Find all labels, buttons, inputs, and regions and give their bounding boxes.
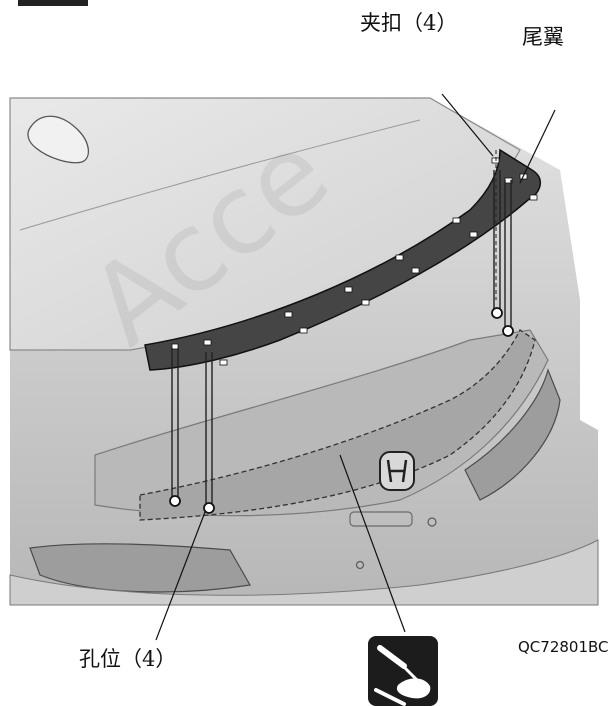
- rear-bumper: [9, 539, 599, 606]
- mounting-hole: [491, 307, 503, 319]
- trunk-lid: [94, 329, 549, 517]
- glass-reflection-line: [19, 119, 421, 231]
- spoiler-clip-markers: [171, 157, 538, 366]
- leader-lines: [155, 93, 556, 641]
- adhesive-applicator-icon: [368, 636, 438, 706]
- mounting-hole: [502, 325, 514, 337]
- hole-leader-line: [155, 511, 206, 641]
- hole-label: 孔位（4）: [79, 647, 176, 671]
- spoiler-label: 尾翼: [522, 25, 564, 49]
- tail-light-left: [29, 543, 251, 593]
- clip-posts: [171, 170, 512, 507]
- honda-emblem: [379, 451, 415, 491]
- figure-code: QC72801BC: [518, 638, 609, 656]
- clip-leader-line: [441, 93, 494, 157]
- license-plate-recess: [349, 511, 413, 527]
- adhesive-leader-line: [339, 454, 406, 633]
- clip-label: 夹扣（4）: [360, 11, 457, 35]
- spoiler-part: [144, 148, 541, 507]
- mounting-hole: [203, 502, 215, 514]
- spoiler-leader-line: [519, 109, 556, 184]
- camera-lens: [355, 560, 365, 570]
- tail-light-right: [464, 368, 561, 501]
- mounting-holes: [169, 307, 514, 514]
- mounting-hole: [169, 495, 181, 507]
- cropped-text-fragment: [18, 0, 88, 6]
- shark-fin-antenna: [27, 115, 89, 164]
- trunk-release-switch: [427, 517, 437, 527]
